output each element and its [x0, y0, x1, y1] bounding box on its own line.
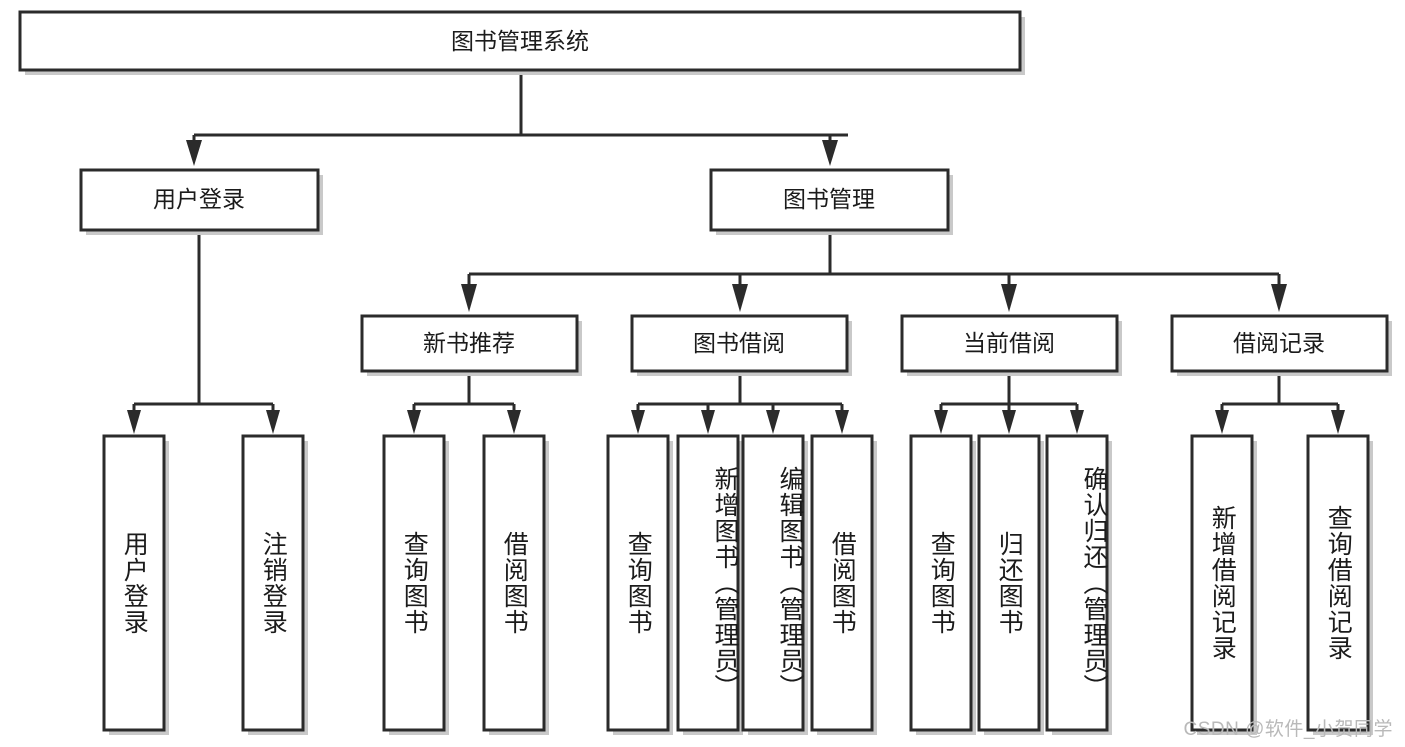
- node-book-management-label: 图书管理: [783, 186, 875, 212]
- leaf-node-add-borrow-record[interactable]: [1190, 434, 1257, 735]
- node-root-system[interactable]: 图书管理系统: [18, 10, 1025, 75]
- connector-bookmgmt-to-level2: [461, 233, 1287, 312]
- leaf-node-query-book-2[interactable]: [606, 434, 673, 735]
- node-borrow-record[interactable]: 借阅记录: [1170, 314, 1392, 376]
- node-new-book-recommend-label: 新书推荐: [423, 330, 515, 356]
- node-book-management[interactable]: 图书管理: [709, 168, 953, 235]
- node-book-borrow-label: 图书借阅: [693, 330, 785, 356]
- leaf-node-add-book-admin[interactable]: [676, 434, 743, 735]
- connector-bookborrow-to-leaves: [631, 374, 849, 434]
- leaf-node-return-book[interactable]: [977, 434, 1044, 735]
- connector-currentborrow-to-leaves: [934, 374, 1084, 434]
- node-user-login-label: 用户登录: [153, 186, 245, 212]
- node-root-system-label: 图书管理系统: [451, 28, 589, 54]
- node-current-borrow[interactable]: 当前借阅: [900, 314, 1122, 376]
- node-book-borrow[interactable]: 图书借阅: [630, 314, 852, 376]
- leaf-node-query-borrow-record[interactable]: [1306, 434, 1373, 735]
- leaf-node-edit-book-admin[interactable]: [741, 434, 808, 735]
- leaf-node-user-login[interactable]: [102, 434, 169, 735]
- connector-root-to-level1: [186, 73, 848, 166]
- leaf-node-query-book-1[interactable]: [382, 434, 449, 735]
- node-new-book-recommend[interactable]: 新书推荐: [360, 314, 582, 376]
- leaf-node-query-book-3[interactable]: [909, 434, 976, 735]
- leaf-node-confirm-return-admin[interactable]: [1045, 434, 1112, 735]
- connector-newbook-to-leaves: [407, 374, 521, 434]
- connector-borrowrecord-to-leaves: [1215, 374, 1345, 434]
- connector-userlogin-to-leaves: [127, 233, 280, 434]
- node-borrow-record-label: 借阅记录: [1233, 330, 1325, 356]
- leaf-node-borrow-book-2[interactable]: [810, 434, 877, 735]
- leaf-node-rects: [102, 434, 1373, 735]
- leaf-node-borrow-book-1[interactable]: [482, 434, 549, 735]
- leaf-node-logout-login[interactable]: [241, 434, 308, 735]
- node-user-login[interactable]: 用户登录: [79, 168, 323, 235]
- node-current-borrow-label: 当前借阅: [963, 330, 1055, 356]
- csdn-watermark: CSDN @软件_小贺同学: [1183, 719, 1393, 740]
